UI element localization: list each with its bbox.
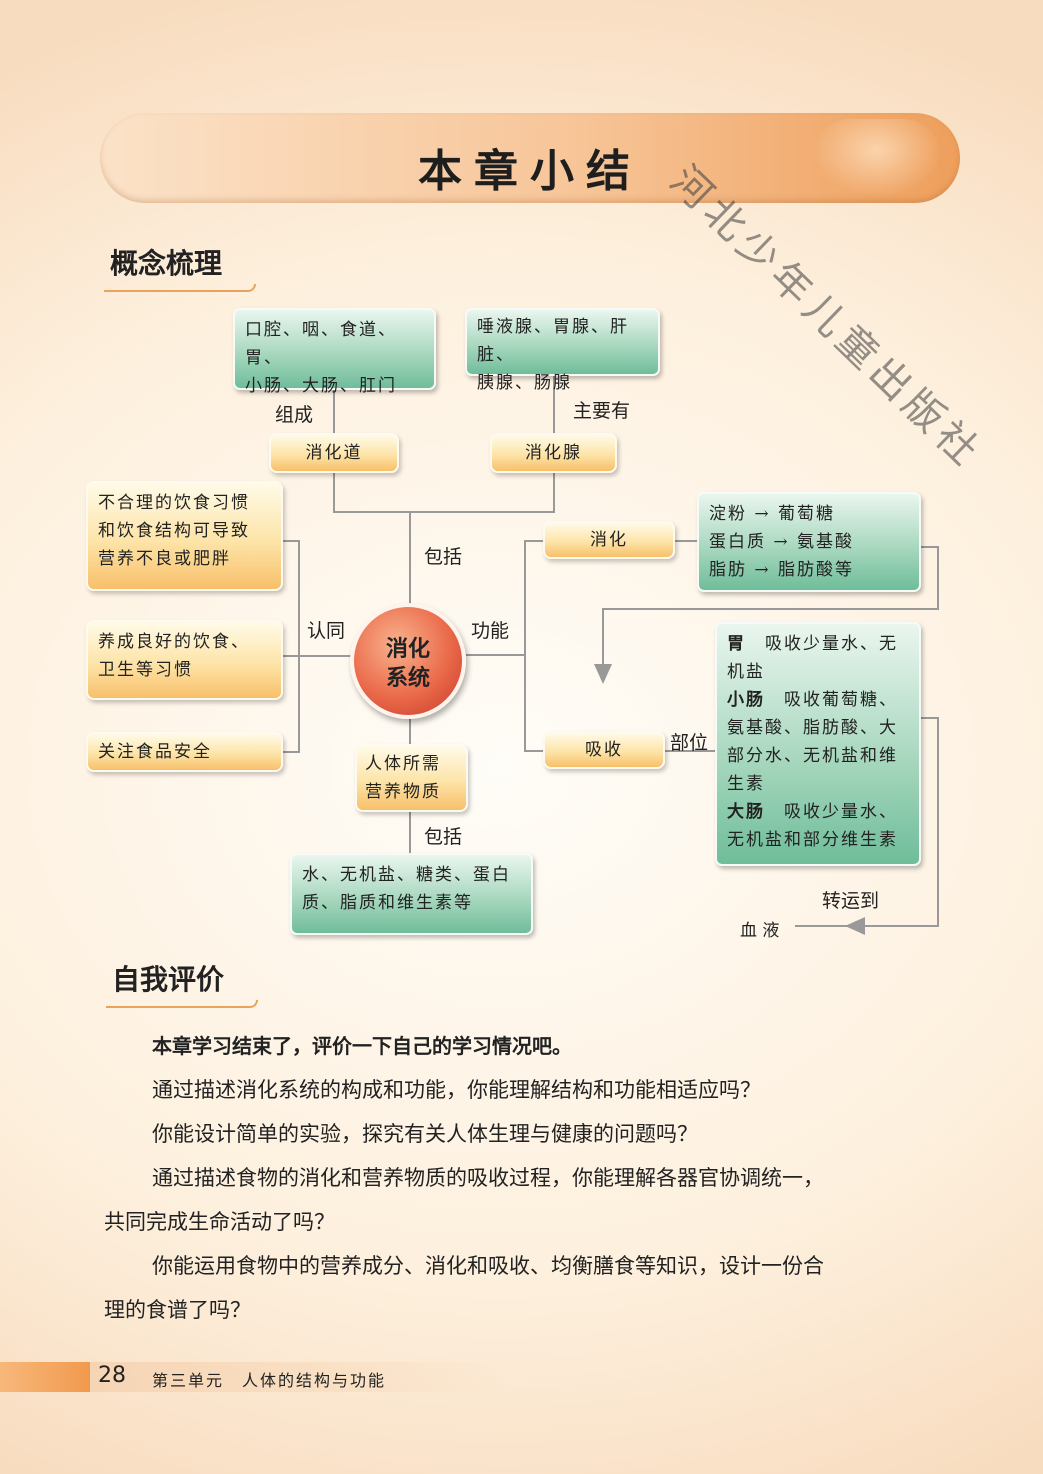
organs-box: 口腔、咽、食道、胃、 小肠、大肠、肛门 <box>233 308 436 396</box>
label-transport: 转运到 <box>822 890 880 912</box>
habit-box-3: 关注食品安全 <box>86 732 283 772</box>
label-include-top: 包括 <box>424 546 463 568</box>
blood-label: 血 液 <box>740 921 780 941</box>
connector-line <box>282 655 352 657</box>
connector-line <box>524 750 544 752</box>
connector-line <box>298 540 300 752</box>
connector-line <box>553 376 555 434</box>
glands-line: 唾液腺、胃腺、肝脏、 <box>477 317 629 365</box>
footer-band <box>90 1362 510 1392</box>
footer-bar <box>0 1362 90 1392</box>
label-function: 功能 <box>471 620 510 642</box>
connector-line <box>524 540 526 752</box>
connector-line <box>333 511 555 513</box>
glands-box: 唾液腺、胃腺、肝脏、 胰腺、肠腺 <box>465 308 660 393</box>
connector-line <box>409 718 411 746</box>
label-mainly: 主要有 <box>573 400 631 422</box>
organs-line: 小肠、大肠、肛门 <box>245 376 397 396</box>
habit-box-2: 养成良好的饮食、 卫生等习惯 <box>86 620 283 700</box>
eval-lead: 本章学习结束了，评价一下自己的学习情况吧。 <box>152 1034 572 1058</box>
connector-line <box>603 608 939 610</box>
section-heading-eval: 自我评价 <box>105 958 259 1008</box>
digestive-system-center: 消化 系统 <box>350 603 466 719</box>
connector-line <box>282 751 300 753</box>
chapter-title-banner: 本章小结 <box>100 113 960 203</box>
eval-question-2: 你能设计简单的实验，探究有关人体生理与健康的问题吗？ <box>152 1122 698 1146</box>
label-site: 部位 <box>670 732 709 754</box>
digestion-box: 消化 <box>543 521 675 559</box>
connector-line <box>665 750 715 752</box>
connector-line <box>920 717 938 719</box>
banner-decoration-image <box>812 119 942 197</box>
connector-line <box>937 546 939 610</box>
arrow-down-icon <box>594 664 612 684</box>
connector-line <box>553 472 555 512</box>
connector-line <box>466 654 526 656</box>
organs-line: 口腔、咽、食道、胃、 <box>245 320 397 368</box>
connector-line <box>937 717 939 927</box>
arrow-left-icon <box>845 917 865 935</box>
digestive-gland-box: 消化腺 <box>490 433 617 473</box>
connector-line <box>333 472 335 512</box>
connector-line <box>282 540 300 542</box>
connector-line <box>674 540 698 542</box>
connector-line <box>795 925 939 927</box>
connector-line <box>333 388 335 434</box>
habit-box-1: 不合理的饮食习惯 和饮食结构可导致 营养不良或肥胖 <box>86 481 283 591</box>
section-heading-concept: 概念梳理 <box>103 242 257 292</box>
eval-question-1: 通过描述消化系统的构成和功能，你能理解结构和功能相适应吗？ <box>152 1078 761 1102</box>
connector-line <box>602 608 604 678</box>
chapter-title: 本章小结 <box>418 146 642 197</box>
connector-line <box>920 546 938 548</box>
eval-question-4-line1: 你能运用食物中的营养成分、消化和吸收、均衡膳食等知识，设计一份合 <box>152 1254 824 1278</box>
label-agree: 认同 <box>307 620 346 642</box>
footer-unit-title: 第三单元 人体的结构与功能 <box>152 1371 387 1390</box>
page-number: 28 <box>98 1363 126 1388</box>
eval-question-4-line2: 理的食谱了吗？ <box>104 1298 251 1322</box>
nutrients-needed-box: 人体所需 营养物质 <box>355 744 468 812</box>
eval-question-3-line1: 通过描述食物的消化和营养物质的吸收过程，你能理解各器官协调统一， <box>152 1166 824 1190</box>
digestion-detail-box: 淀粉 → 葡萄糖 蛋白质 → 氨基酸 脂肪 → 脂肪酸等 <box>697 492 921 592</box>
absorption-box: 吸收 <box>543 731 665 769</box>
glands-line: 胰腺、肠腺 <box>477 373 572 393</box>
label-include-bottom: 包括 <box>424 826 463 848</box>
connector-line <box>409 810 411 854</box>
absorption-detail-box: 胃 吸收少量水、无 机盐 小肠 吸收葡萄糖、 氨基酸、脂肪酸、大 部分水、无机盐… <box>715 622 921 866</box>
digestive-tract-box: 消化道 <box>269 433 399 473</box>
connector-line <box>409 511 411 606</box>
eval-question-3-line2: 共同完成生命活动了吗？ <box>104 1210 335 1234</box>
label-compose: 组成 <box>275 404 314 426</box>
connector-line <box>524 540 544 542</box>
nutrients-box: 水、无机盐、糖类、蛋白 质、脂质和维生素等 <box>290 853 533 935</box>
